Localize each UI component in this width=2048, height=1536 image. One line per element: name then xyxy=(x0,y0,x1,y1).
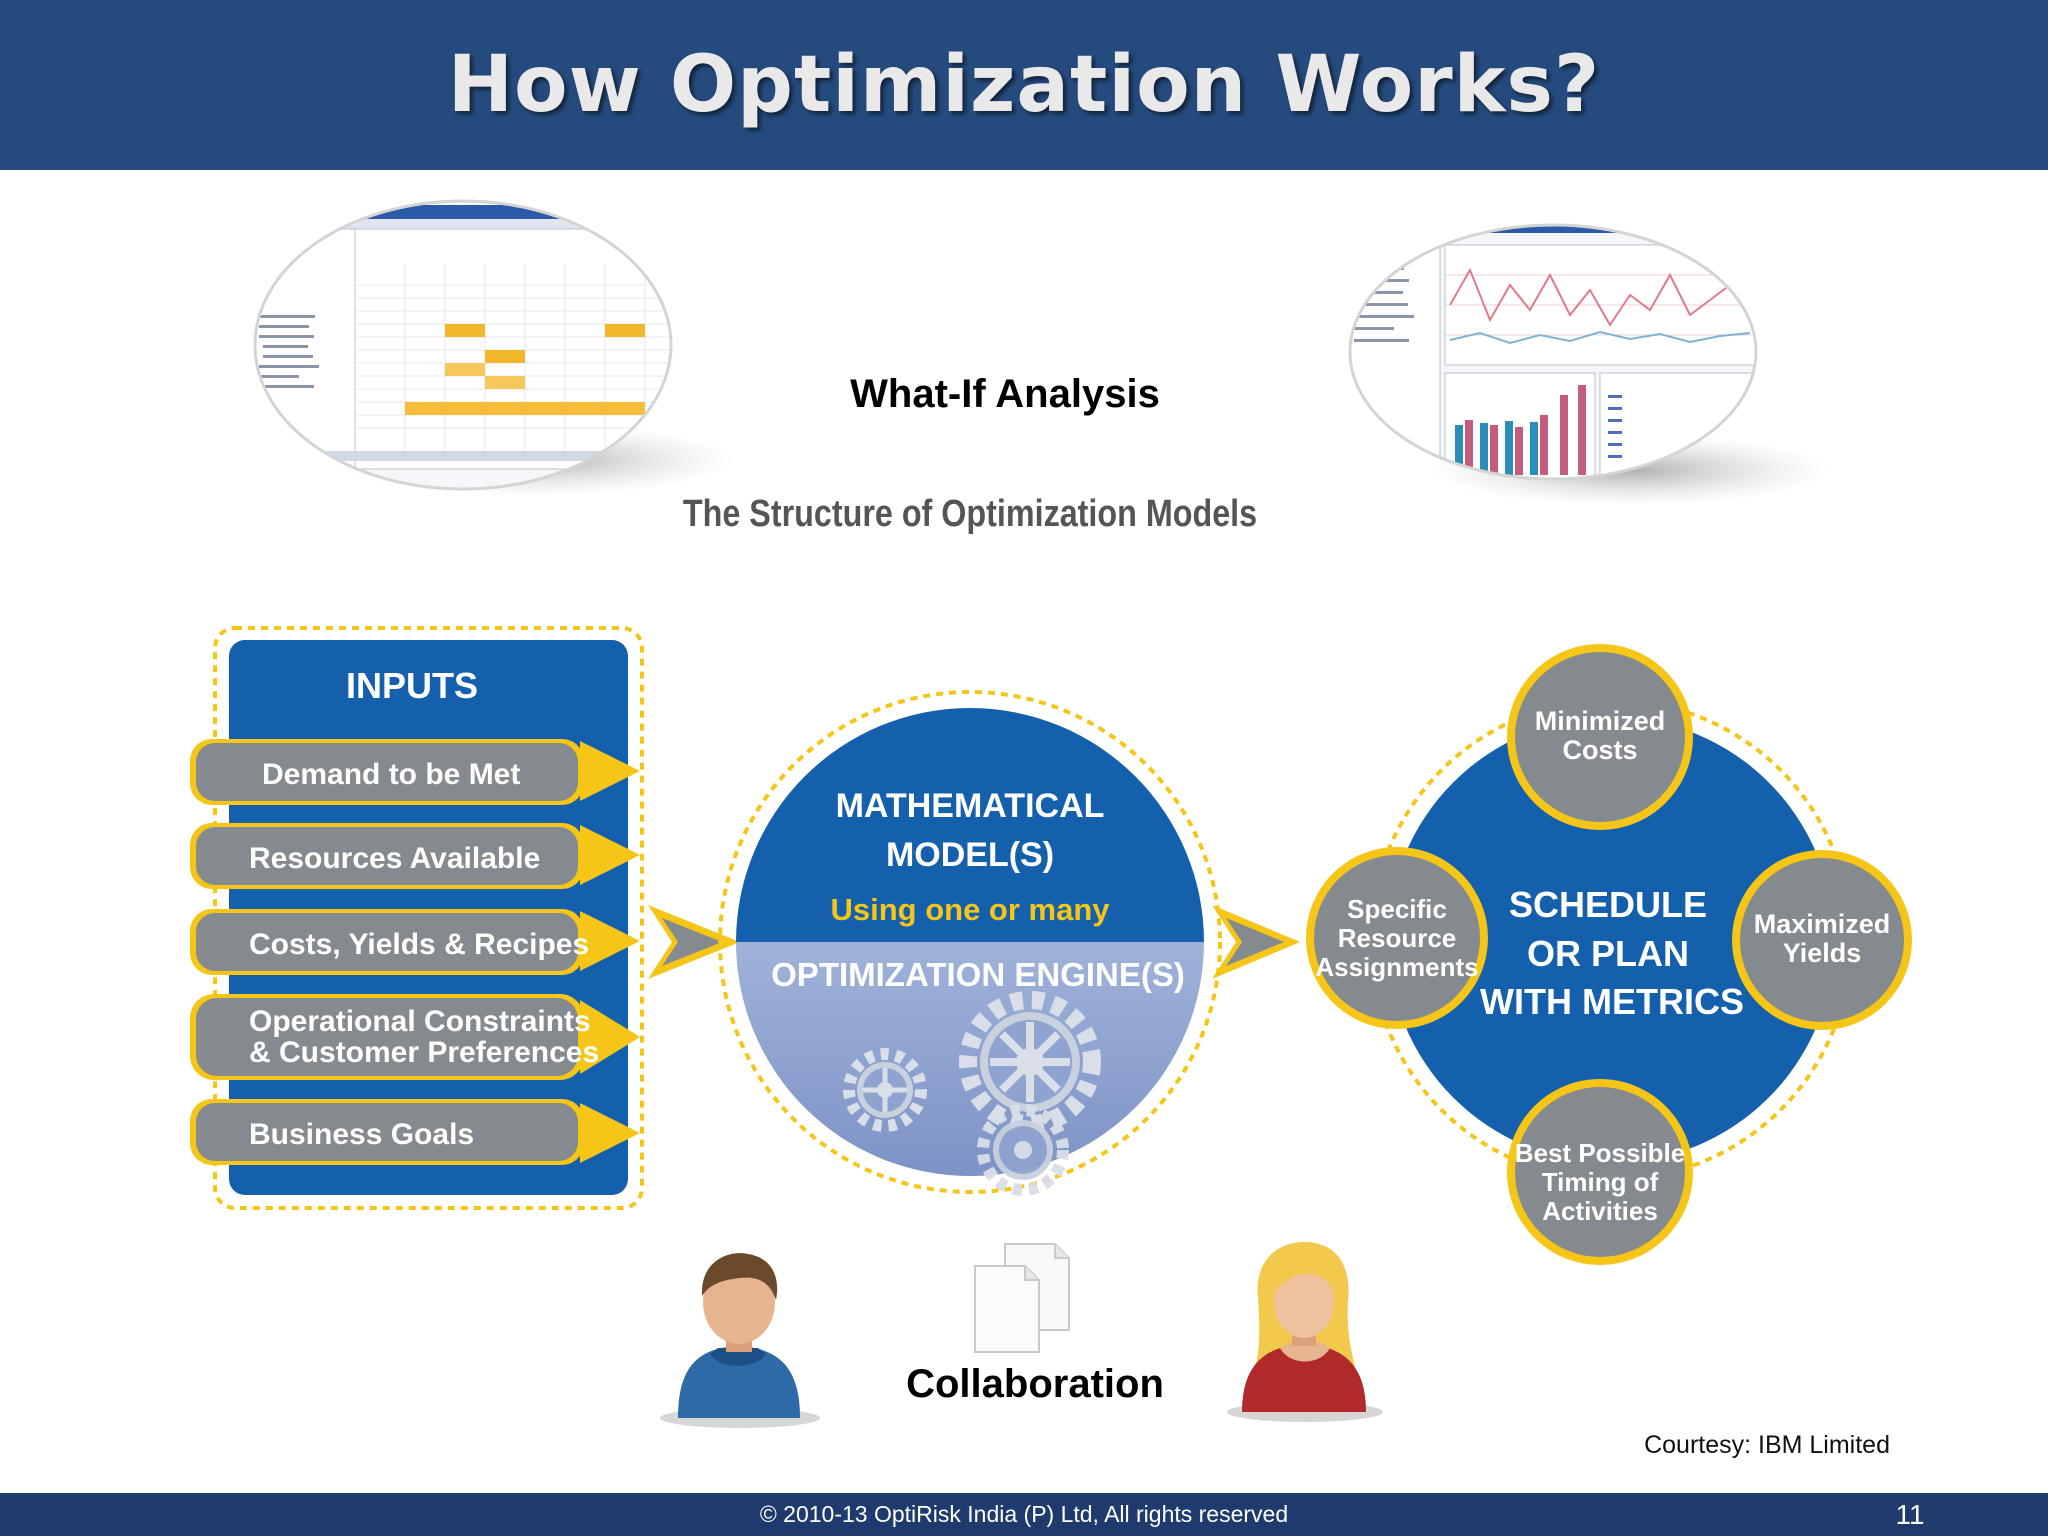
outputs-circle xyxy=(1388,717,1834,1163)
output-label: Costs xyxy=(1562,735,1637,765)
output-label: Timing of xyxy=(1542,1167,1659,1197)
optimization-diagram: INPUTS Demand to be Met Resources Availa… xyxy=(190,626,1912,1265)
collaboration-label: Collaboration xyxy=(906,1362,1164,1406)
outputs-center-line1: SCHEDULE xyxy=(1509,884,1707,925)
what-if-analysis-label: What-If Analysis xyxy=(850,372,1160,416)
input-label: Resources Available xyxy=(249,842,540,875)
outputs-center-line2: OR PLAN xyxy=(1527,933,1689,974)
engine-dashed-ring xyxy=(718,690,1222,1194)
output-best-timing: Best Possible Timing of Activities xyxy=(1507,1079,1693,1265)
input-label: & Customer Preferences xyxy=(249,1036,599,1069)
input-item-constraints: Operational Constraints & Customer Prefe… xyxy=(190,994,640,1080)
spreadsheet-screenshot-image xyxy=(253,199,735,496)
inputs-heading: INPUTS xyxy=(346,665,478,706)
output-label: Specific xyxy=(1347,894,1447,924)
engine-circle xyxy=(736,708,1204,1176)
output-minimized-costs: Minimized Costs xyxy=(1507,644,1693,830)
page-number: 11 xyxy=(1895,1499,1925,1530)
input-item-goals: Business Goals xyxy=(190,1099,640,1165)
output-resource-assignments: Specific Resource Assignments xyxy=(1306,847,1488,1029)
output-label: Assignments xyxy=(1315,952,1478,982)
input-item-costs: Costs, Yields & Recipes xyxy=(190,909,640,975)
output-label: Best Possible xyxy=(1515,1138,1686,1168)
input-label: Business Goals xyxy=(249,1118,474,1151)
female-user-icon xyxy=(1227,1242,1383,1422)
footer-bar: © 2010-13 OptiRisk India (P) Ltd, All ri… xyxy=(0,1493,2048,1536)
output-label: Activities xyxy=(1542,1196,1658,1226)
copyright-text: © 2010-13 OptiRisk India (P) Ltd, All ri… xyxy=(759,1501,1289,1527)
input-label: Operational Constraints xyxy=(249,1005,591,1038)
outputs-center-line3: WITH METRICS xyxy=(1480,981,1744,1022)
engine-label: OPTIMIZATION ENGINE(S) xyxy=(771,956,1185,993)
engine-model-line1: MATHEMATICAL xyxy=(836,787,1105,825)
courtesy-note: Courtesy: IBM Limited xyxy=(1644,1431,1890,1459)
male-user-icon xyxy=(660,1253,820,1428)
input-label: Demand to be Met xyxy=(262,758,520,791)
input-item-resources: Resources Available xyxy=(190,823,640,889)
slide-title: How Optimization Works? xyxy=(447,40,1601,130)
gears-icon xyxy=(843,991,1101,1196)
title-bar: How Optimization Works? xyxy=(0,0,2048,170)
engine-using: Using one or many xyxy=(830,892,1110,927)
input-item-demand: Demand to be Met xyxy=(190,739,640,805)
arrow-to-engine xyxy=(648,905,740,979)
charts-screenshot-image xyxy=(1348,223,1830,506)
input-label: Costs, Yields & Recipes xyxy=(249,928,589,961)
output-label: Resource xyxy=(1338,923,1457,953)
structure-title: The Structure of Optimization Models xyxy=(682,493,1258,535)
output-label: Yields xyxy=(1783,938,1862,968)
engine-model-line2: MODEL(S) xyxy=(886,836,1054,874)
documents-icon xyxy=(974,1243,1070,1353)
output-label: Minimized xyxy=(1535,706,1666,736)
output-label: Maximized xyxy=(1754,909,1891,939)
output-maximized-yields: Maximized Yields xyxy=(1732,850,1912,1030)
arrow-to-outputs xyxy=(1212,905,1300,979)
